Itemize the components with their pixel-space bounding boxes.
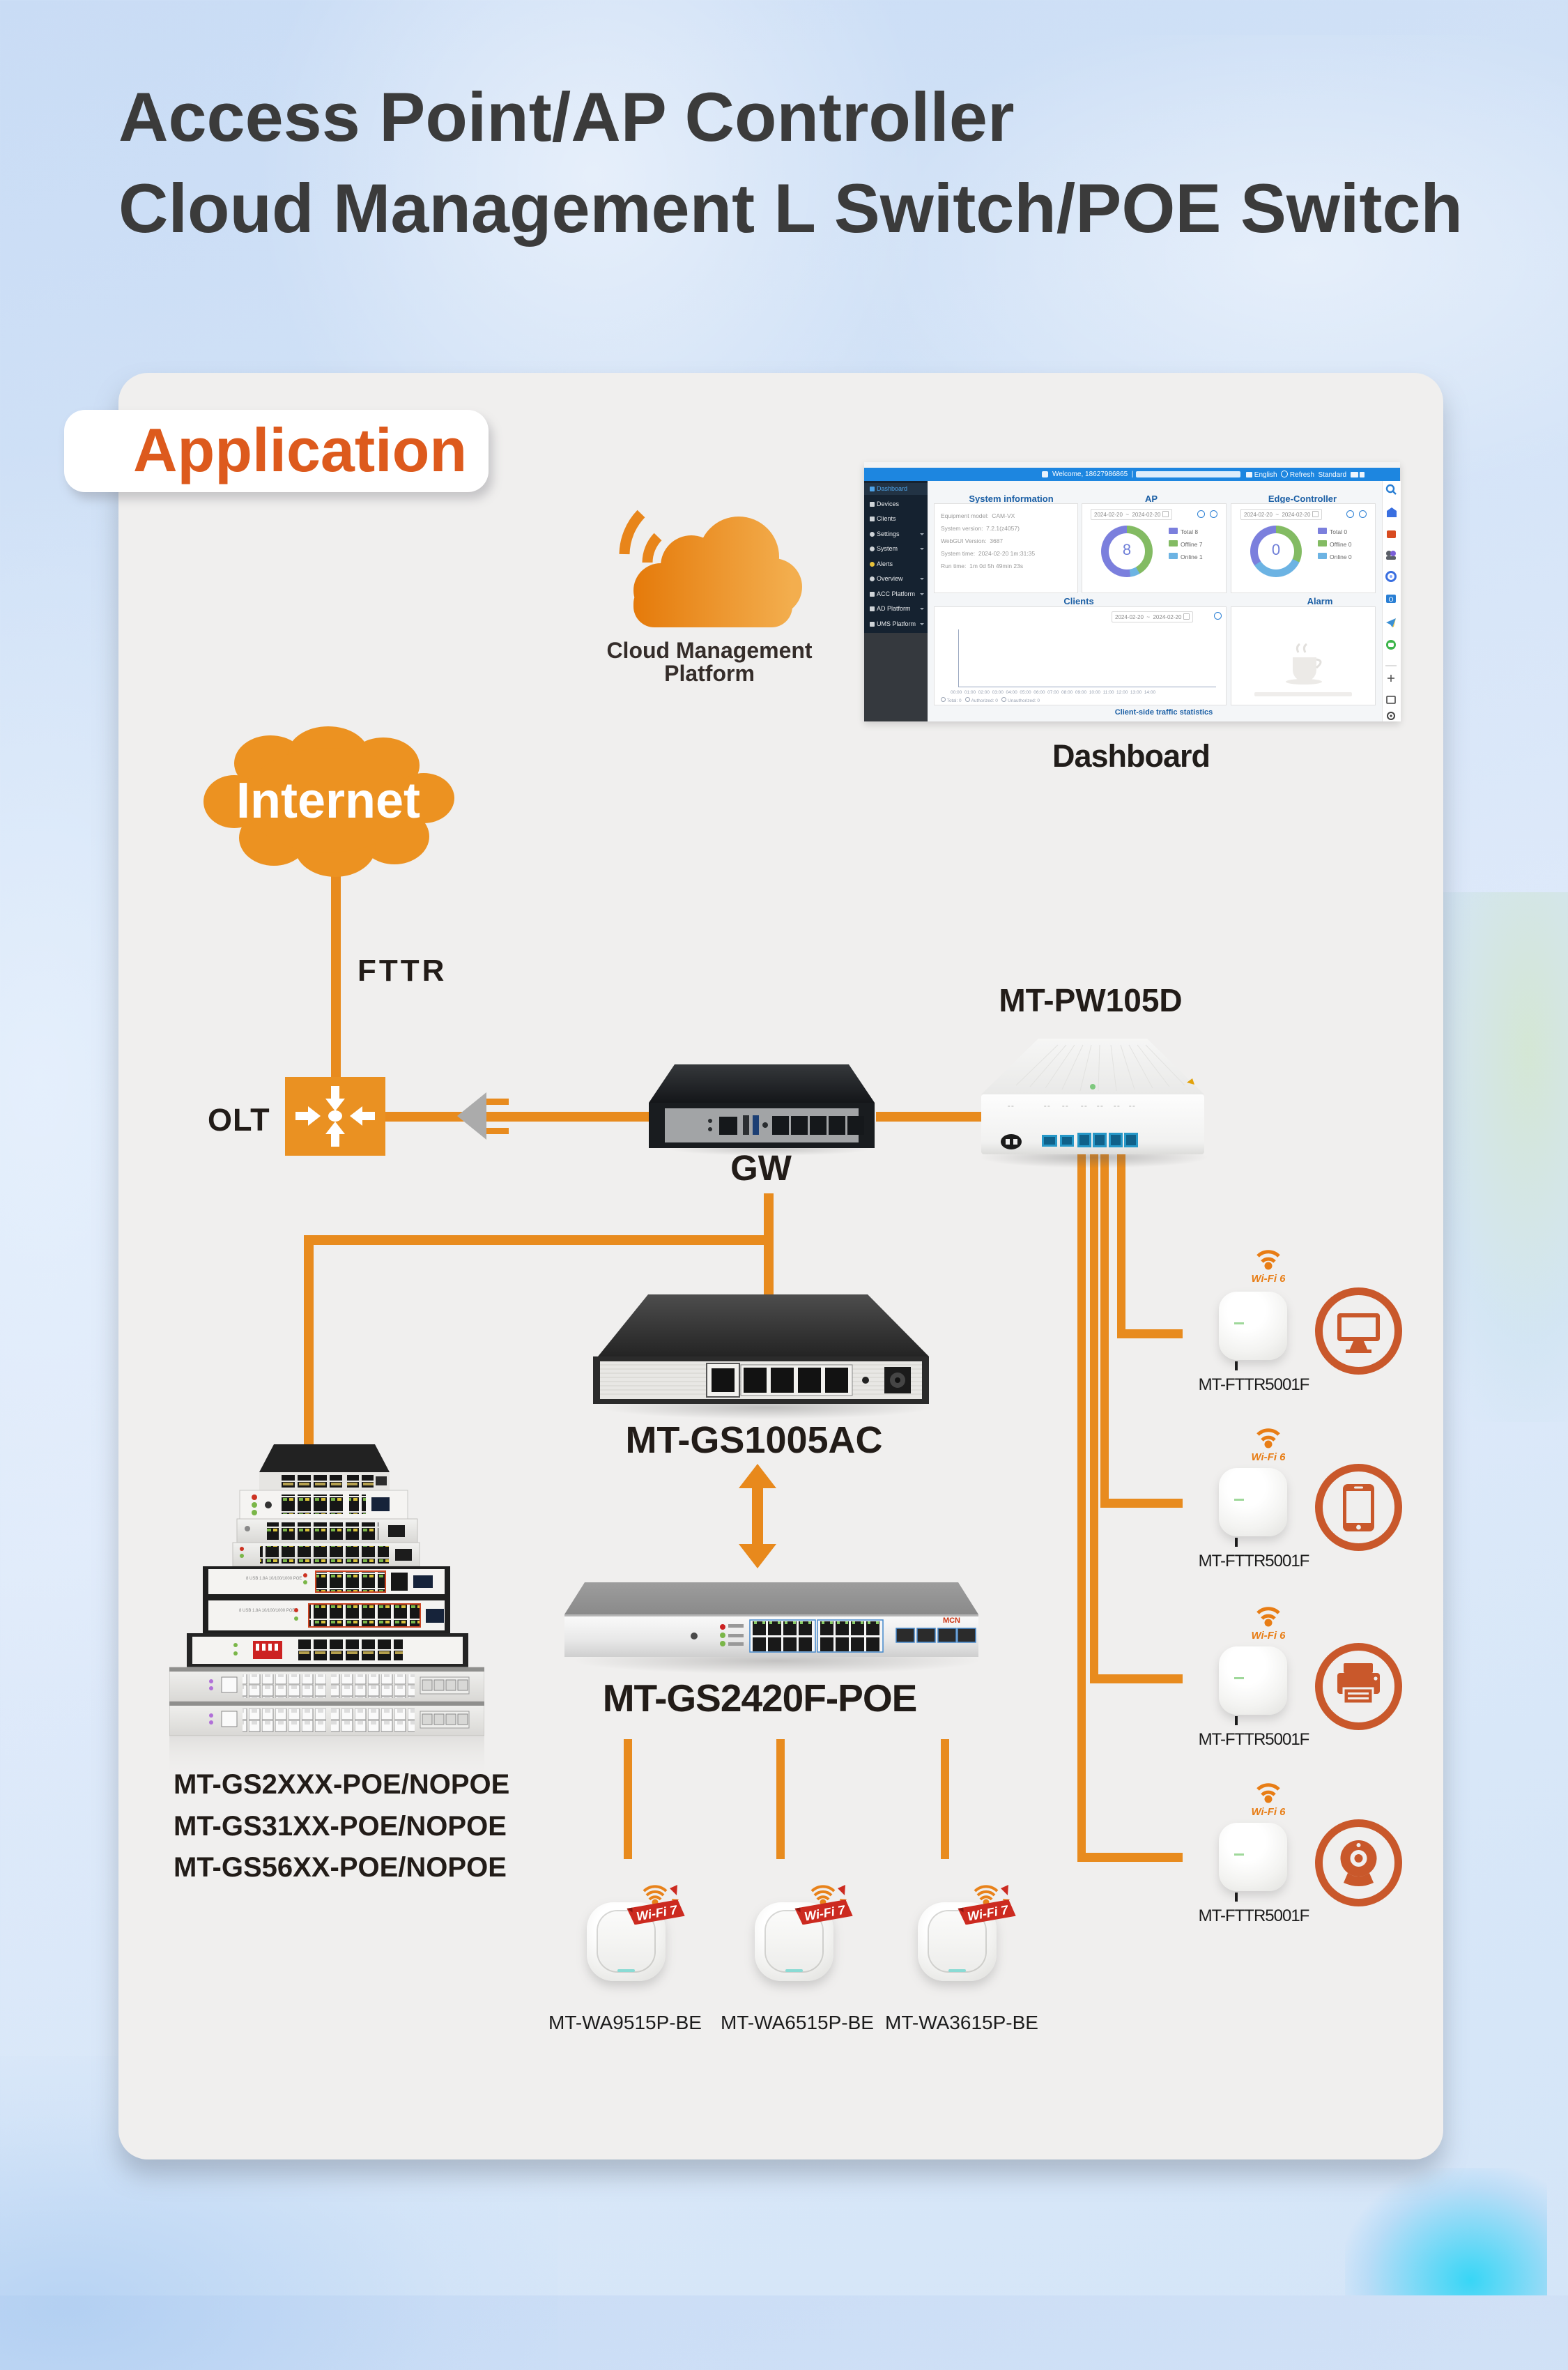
svg-text:= =: = =: [1129, 1105, 1135, 1109]
svg-text:= =: = =: [1114, 1105, 1120, 1109]
svg-text:= =: = =: [1062, 1105, 1068, 1109]
svg-text:8 USB 1.8A 10/100/1000 POE: 8 USB 1.8A 10/100/1000 POE: [246, 1577, 302, 1581]
svg-text:Internet: Internet: [236, 773, 420, 829]
svg-text:= =: = =: [1097, 1105, 1103, 1109]
svg-text:MCN: MCN: [943, 1616, 960, 1625]
svg-text:8 USB 1.8A 10/100/1000 POE: 8 USB 1.8A 10/100/1000 POE: [239, 1609, 295, 1613]
svg-text:= =: = =: [1081, 1105, 1087, 1109]
svg-text:O: O: [1388, 596, 1393, 603]
svg-text:= =: = =: [1044, 1105, 1050, 1109]
svg-text:= =: = =: [1008, 1105, 1014, 1109]
